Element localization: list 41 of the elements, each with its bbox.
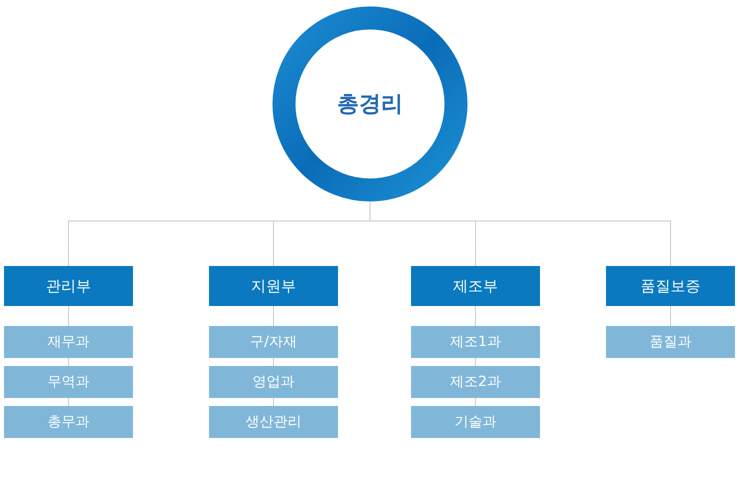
node-label: 제조1과 — [450, 332, 501, 352]
node-label: 제조2과 — [450, 372, 501, 392]
team-box — [209, 326, 338, 358]
node-label: 품질과 — [650, 332, 692, 352]
connector-line — [273, 358, 274, 366]
node-label: 총무과 — [48, 412, 90, 432]
node-label: 생산관리 — [246, 412, 302, 432]
connector-line — [68, 358, 69, 366]
team-box — [411, 366, 540, 398]
team-box — [4, 406, 133, 438]
node-label: 지원부 — [251, 276, 296, 297]
team-box — [606, 326, 735, 358]
department-box — [411, 266, 540, 306]
team-box — [209, 406, 338, 438]
node-label: 무역과 — [48, 372, 90, 392]
node-label: 제조부 — [453, 276, 498, 297]
connector-line — [475, 306, 476, 326]
connector-line — [475, 358, 476, 366]
connector-line — [273, 398, 274, 406]
team-box — [411, 406, 540, 438]
connector-line — [273, 306, 274, 326]
connector-line — [68, 398, 69, 406]
node-label: 영업과 — [252, 372, 294, 392]
team-box — [4, 366, 133, 398]
department-box — [606, 266, 735, 306]
department-box — [4, 266, 133, 306]
node-label: 기술과 — [454, 412, 496, 432]
team-box — [4, 326, 133, 358]
node-label: 구/자재 — [250, 332, 297, 352]
connector-line — [670, 306, 671, 326]
team-box — [411, 326, 540, 358]
node-label: 재무과 — [48, 332, 90, 352]
connector-line — [475, 398, 476, 406]
ring-circle — [272, 6, 468, 202]
connector-line — [68, 306, 69, 326]
connector-line — [370, 202, 671, 266]
node-label: 품질보증 — [640, 276, 700, 297]
department-box — [209, 266, 338, 306]
node-label: 총경리 — [337, 92, 403, 116]
node-label: 관리부 — [46, 276, 91, 297]
team-box — [209, 366, 338, 398]
